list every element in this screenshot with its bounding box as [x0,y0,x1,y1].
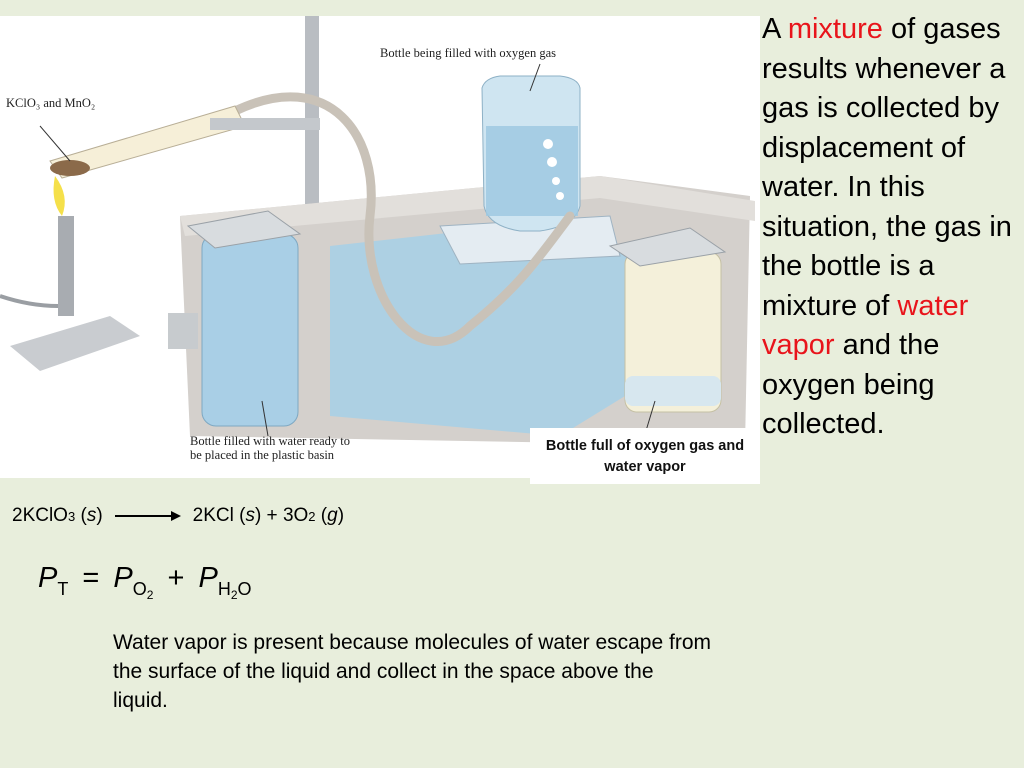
product-kcl: 2KCl [192,505,234,526]
label-pointer [39,125,71,162]
apparatus-figure: KClO₃ and MnO₂ Bottle being filled with … [0,16,760,478]
reactant-subscript: 3 [67,509,76,524]
clamp [210,118,320,130]
bunsen-burner [58,216,74,316]
reactant-powder [50,160,90,176]
apparatus-illustration [0,16,755,446]
label-pointer [261,400,269,437]
water-vapor-explanation: Water vapor is present because molecules… [113,631,711,712]
gas-hose [0,294,59,308]
product-o2: 3O [282,505,309,526]
equals-sign: = [82,562,100,594]
filling-bottle-label: Bottle being filled with oxygen gas [380,46,557,60]
reactant-state: (s) [75,505,103,526]
label-pointer [529,63,541,92]
plus-sign: + [167,562,185,594]
bubble [547,157,557,167]
total-subscript: T [57,579,69,599]
reaction-arrow-icon [114,511,181,521]
basin-rim [180,176,755,236]
delivery-tube [230,92,575,346]
oxygen-bottle-water [625,376,721,406]
pressure-h2o-symbol: P [198,562,218,594]
caption-box: Bottle full of oxygen gas and water vapo… [530,428,760,484]
mixture-explanation: A mixture of gases results whenever a ga… [762,10,1012,445]
product-o2-subscript: 2 [308,509,316,524]
product-kcl-state: (s) [233,505,267,526]
reaction-plus: + [266,505,278,526]
oxygen-bottle-caption: Bottle full of oxygen gas and water vapo… [545,438,745,475]
glass-plate [608,227,727,267]
h2o-subscript: H2O [217,579,252,602]
water-bottle [201,233,299,427]
side-text-part: and the oxygen being collected. [762,329,940,440]
highlight-water-vapor: water vapor [762,289,969,362]
reactants-label: KClO₃ and MnO₂ [6,96,96,110]
side-text-part: A [762,13,788,45]
bubble [552,177,560,185]
highlight-mixture: mixture [787,13,883,45]
product-o2-state: (g) [315,505,345,526]
glass-plate [186,210,302,249]
bubble [543,139,553,149]
flame [53,176,65,216]
pressure-equation: PT = PO2 + PH2O [38,562,252,602]
reactant: 2KClO [12,505,68,526]
water-bottle-label: Bottle filled with water ready to be pla… [190,434,351,463]
bubble [556,192,564,200]
side-text-part: of gases results whenever a gas is colle… [762,13,1012,322]
basin-water [330,216,690,436]
burner-base [10,316,140,371]
o2-subscript: O2 [132,579,154,602]
inverted-bottle-water [486,126,578,216]
pressure-o2-symbol: P [113,562,133,594]
beaker [168,313,198,349]
pressure-total-symbol: P [38,562,58,594]
